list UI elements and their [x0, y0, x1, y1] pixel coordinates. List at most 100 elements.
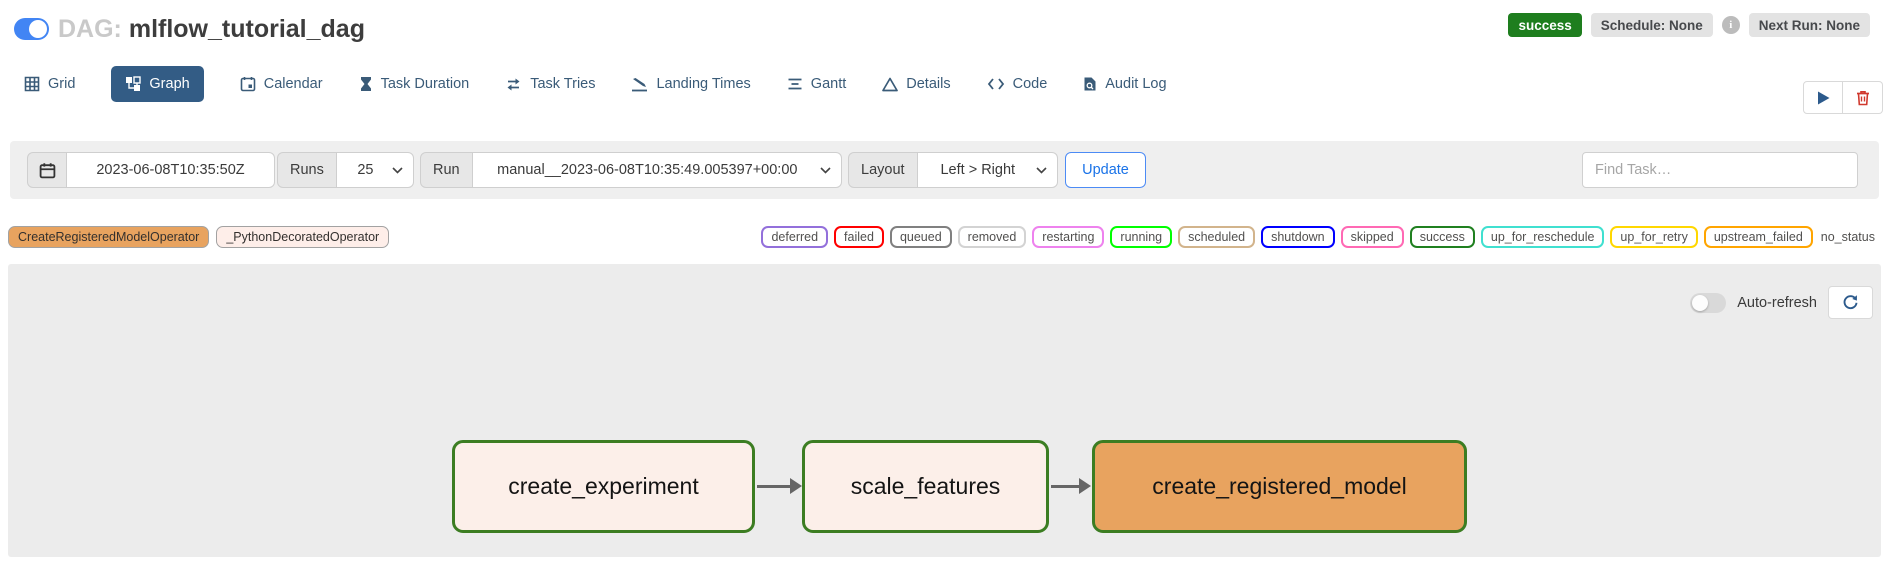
edge-arrow — [1051, 485, 1080, 488]
header-badges: success Schedule: None i Next Run: None — [1508, 13, 1870, 37]
tab-grid[interactable]: Grid — [24, 76, 75, 92]
find-task-input[interactable] — [1582, 152, 1858, 188]
legend-state-chip[interactable]: up_for_reschedule — [1480, 226, 1605, 248]
toggle-knob — [1692, 294, 1709, 311]
tab-code[interactable]: Code — [987, 76, 1048, 92]
auto-refresh-toggle[interactable] — [1690, 292, 1727, 313]
play-icon — [1817, 91, 1829, 104]
tab-task-duration[interactable]: Task Duration — [359, 76, 470, 92]
dag-name: mlflow_tutorial_dag — [128, 15, 365, 43]
trigger-dag-button[interactable] — [1803, 81, 1843, 114]
code-icon — [987, 78, 1004, 90]
refresh-icon — [1843, 295, 1858, 310]
legend-state-chip[interactable]: skipped — [1340, 226, 1404, 248]
dag-pause-toggle[interactable] — [14, 18, 49, 40]
runs-label: Runs — [277, 152, 337, 188]
legend-state-chip[interactable]: no_status — [1820, 230, 1875, 244]
base-date-input[interactable] — [67, 152, 275, 188]
legend-state-chip[interactable]: deferred — [761, 226, 829, 248]
chevron-down-icon — [392, 166, 403, 174]
legend-state-chip[interactable]: success — [1409, 226, 1475, 248]
layout-select[interactable]: Left > Right — [917, 152, 1058, 188]
trash-icon — [1856, 90, 1869, 105]
run-label: Run — [420, 152, 473, 188]
layout-group: Layout Left > Right — [848, 152, 1058, 188]
tab-label: Code — [1012, 76, 1048, 92]
tab-label: Gantt — [810, 76, 847, 92]
runs-value: 25 — [357, 162, 374, 178]
layout-label: Layout — [848, 152, 918, 188]
delete-dag-button[interactable] — [1843, 81, 1883, 114]
graph-icon — [126, 76, 142, 91]
task-node[interactable]: create_registered_model — [1092, 440, 1467, 533]
dag-label: DAG: — [58, 15, 122, 43]
calendar-addon — [27, 152, 67, 188]
tab-task-tries[interactable]: Task Tries — [505, 76, 595, 92]
toggle-knob — [29, 20, 47, 38]
chevron-down-icon — [820, 166, 831, 174]
run-select[interactable]: manual__2023-06-08T10:35:49.005397+00:00 — [472, 152, 842, 188]
legend-state-chip[interactable]: failed — [834, 226, 884, 248]
legend-operator-chip[interactable]: CreateRegisteredModelOperator — [8, 226, 210, 248]
operator-legend: CreateRegisteredModelOperator _PythonDeco… — [8, 226, 390, 248]
tab-label: Landing Times — [656, 76, 751, 92]
edge-arrowhead-icon — [790, 478, 802, 494]
tab-gantt[interactable]: Gantt — [787, 76, 846, 92]
legend-state-chip[interactable]: running — [1110, 226, 1173, 248]
tab-label: Audit Log — [1105, 76, 1167, 92]
edge-arrow — [757, 485, 791, 488]
view-tabs: Grid Graph Calendar Task Duration Task T… — [24, 64, 1167, 104]
plane-landing-icon — [632, 77, 648, 91]
graph-panel: Auto-refresh create_experiment scale_fea… — [8, 264, 1881, 557]
task-node[interactable]: scale_features — [802, 440, 1049, 533]
chevron-down-icon — [1036, 166, 1047, 174]
tab-label: Task Tries — [530, 76, 596, 92]
legend-state-chip[interactable]: restarting — [1032, 226, 1105, 248]
legend-state-chip[interactable]: queued — [889, 226, 952, 248]
base-date-group — [27, 152, 275, 188]
legend-state-chip[interactable]: scheduled — [1178, 226, 1256, 248]
layout-value: Left > Right — [940, 162, 1016, 178]
tab-label: Grid — [48, 76, 76, 92]
next-run-badge: Next Run: None — [1748, 13, 1870, 37]
run-group: Run manual__2023-06-08T10:35:49.005397+0… — [420, 152, 842, 188]
task-node[interactable]: create_experiment — [452, 440, 755, 533]
tab-audit-log[interactable]: Audit Log — [1083, 76, 1167, 92]
tab-details[interactable]: Details — [882, 76, 951, 92]
run-value: manual__2023-06-08T10:35:49.005397+00:00 — [497, 162, 798, 178]
audit-log-icon — [1084, 77, 1096, 91]
grid-icon — [24, 76, 40, 92]
update-button[interactable]: Update — [1065, 152, 1146, 188]
num-runs-group: Runs 25 — [277, 152, 414, 188]
repeat-icon — [507, 78, 520, 90]
calendar-icon — [240, 77, 256, 92]
legend-state-chip[interactable]: upstream_failed — [1703, 226, 1813, 248]
edge-arrowhead-icon — [1079, 478, 1091, 494]
tab-landing-times[interactable]: Landing Times — [631, 76, 751, 92]
auto-refresh-label: Auto-refresh — [1737, 294, 1817, 311]
dag-actions — [1803, 81, 1883, 114]
tab-label: Calendar — [263, 76, 323, 92]
legend-state-chip[interactable]: up_for_retry — [1610, 226, 1698, 248]
tab-label: Details — [906, 76, 951, 92]
tab-graph[interactable]: Graph — [111, 66, 204, 102]
legend-state-chip[interactable]: removed — [957, 226, 1027, 248]
legend-state-chip[interactable]: shutdown — [1261, 226, 1335, 248]
tab-label: Task Duration — [380, 76, 470, 92]
calendar-icon — [39, 162, 55, 178]
details-icon — [882, 77, 899, 91]
gantt-icon — [788, 78, 802, 90]
info-icon[interactable]: i — [1721, 16, 1740, 34]
schedule-badge: Schedule: None — [1590, 13, 1713, 37]
tab-label: Graph — [149, 76, 190, 92]
legend-operator-chip[interactable]: _PythonDecoratedOperator — [216, 226, 390, 248]
refresh-button[interactable] — [1828, 286, 1873, 319]
refresh-controls: Auto-refresh — [1690, 286, 1873, 319]
page-title: DAG: mlflow_tutorial_dag — [58, 15, 365, 44]
runs-select[interactable]: 25 — [336, 152, 414, 188]
hourglass-icon — [360, 77, 371, 91]
tab-calendar[interactable]: Calendar — [240, 76, 323, 92]
dag-status-badge: success — [1508, 13, 1582, 37]
